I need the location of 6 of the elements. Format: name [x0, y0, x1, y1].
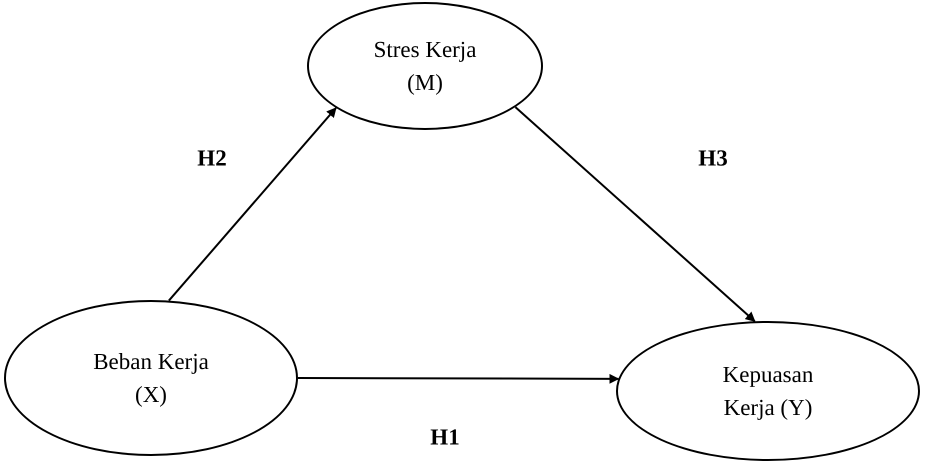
arrow	[298, 374, 620, 384]
variable-name: Kepuasan Kerja (Y)	[722, 361, 814, 422]
variable-name: Stres Kerja (M)	[372, 36, 478, 97]
variable-name: Beban Kerja (X)	[92, 348, 210, 409]
arrow	[514, 106, 756, 322]
arrow	[168, 107, 337, 302]
